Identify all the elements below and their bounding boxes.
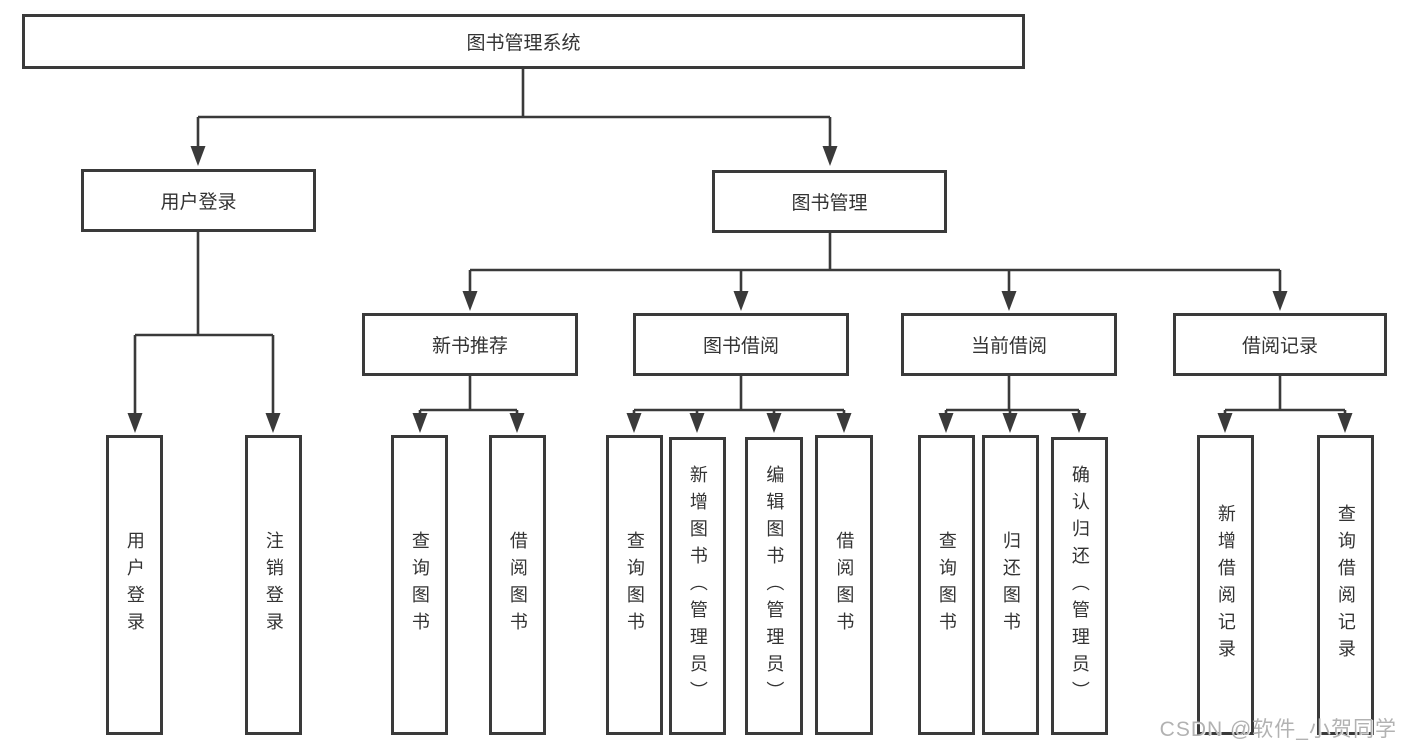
node-borrow-records: 借阅记录 <box>1173 313 1387 376</box>
node-current-borrow: 当前借阅 <box>901 313 1117 376</box>
node-rec-borrow-book: 借阅图书 <box>489 435 546 735</box>
node-bb-edit-book: 编辑图书（管理员） <box>745 437 803 735</box>
node-book-mgmt: 图书管理 <box>712 170 947 233</box>
node-cb-query-book: 查询图书 <box>918 435 975 735</box>
node-cb-confirm-return: 确认归还（管理员） <box>1051 437 1108 735</box>
node-bb-add-book: 新增图书（管理员） <box>669 437 726 735</box>
node-user-login: 用户登录 <box>81 169 316 232</box>
node-rec-query-book: 查询图书 <box>391 435 448 735</box>
node-book-borrow: 图书借阅 <box>633 313 849 376</box>
node-bb-borrow-book: 借阅图书 <box>815 435 873 735</box>
watermark: CSDN @软件_小贺同学 <box>1159 718 1397 741</box>
node-cb-return-book: 归还图书 <box>982 435 1039 735</box>
node-bb-query-book: 查询图书 <box>606 435 663 735</box>
node-new-book-rec: 新书推荐 <box>362 313 578 376</box>
node-br-query-record: 查询借阅记录 <box>1317 435 1374 735</box>
node-logout: 注销登录 <box>245 435 302 735</box>
node-login: 用户登录 <box>106 435 163 735</box>
node-root: 图书管理系统 <box>22 14 1025 69</box>
node-br-add-record: 新增借阅记录 <box>1197 435 1254 735</box>
